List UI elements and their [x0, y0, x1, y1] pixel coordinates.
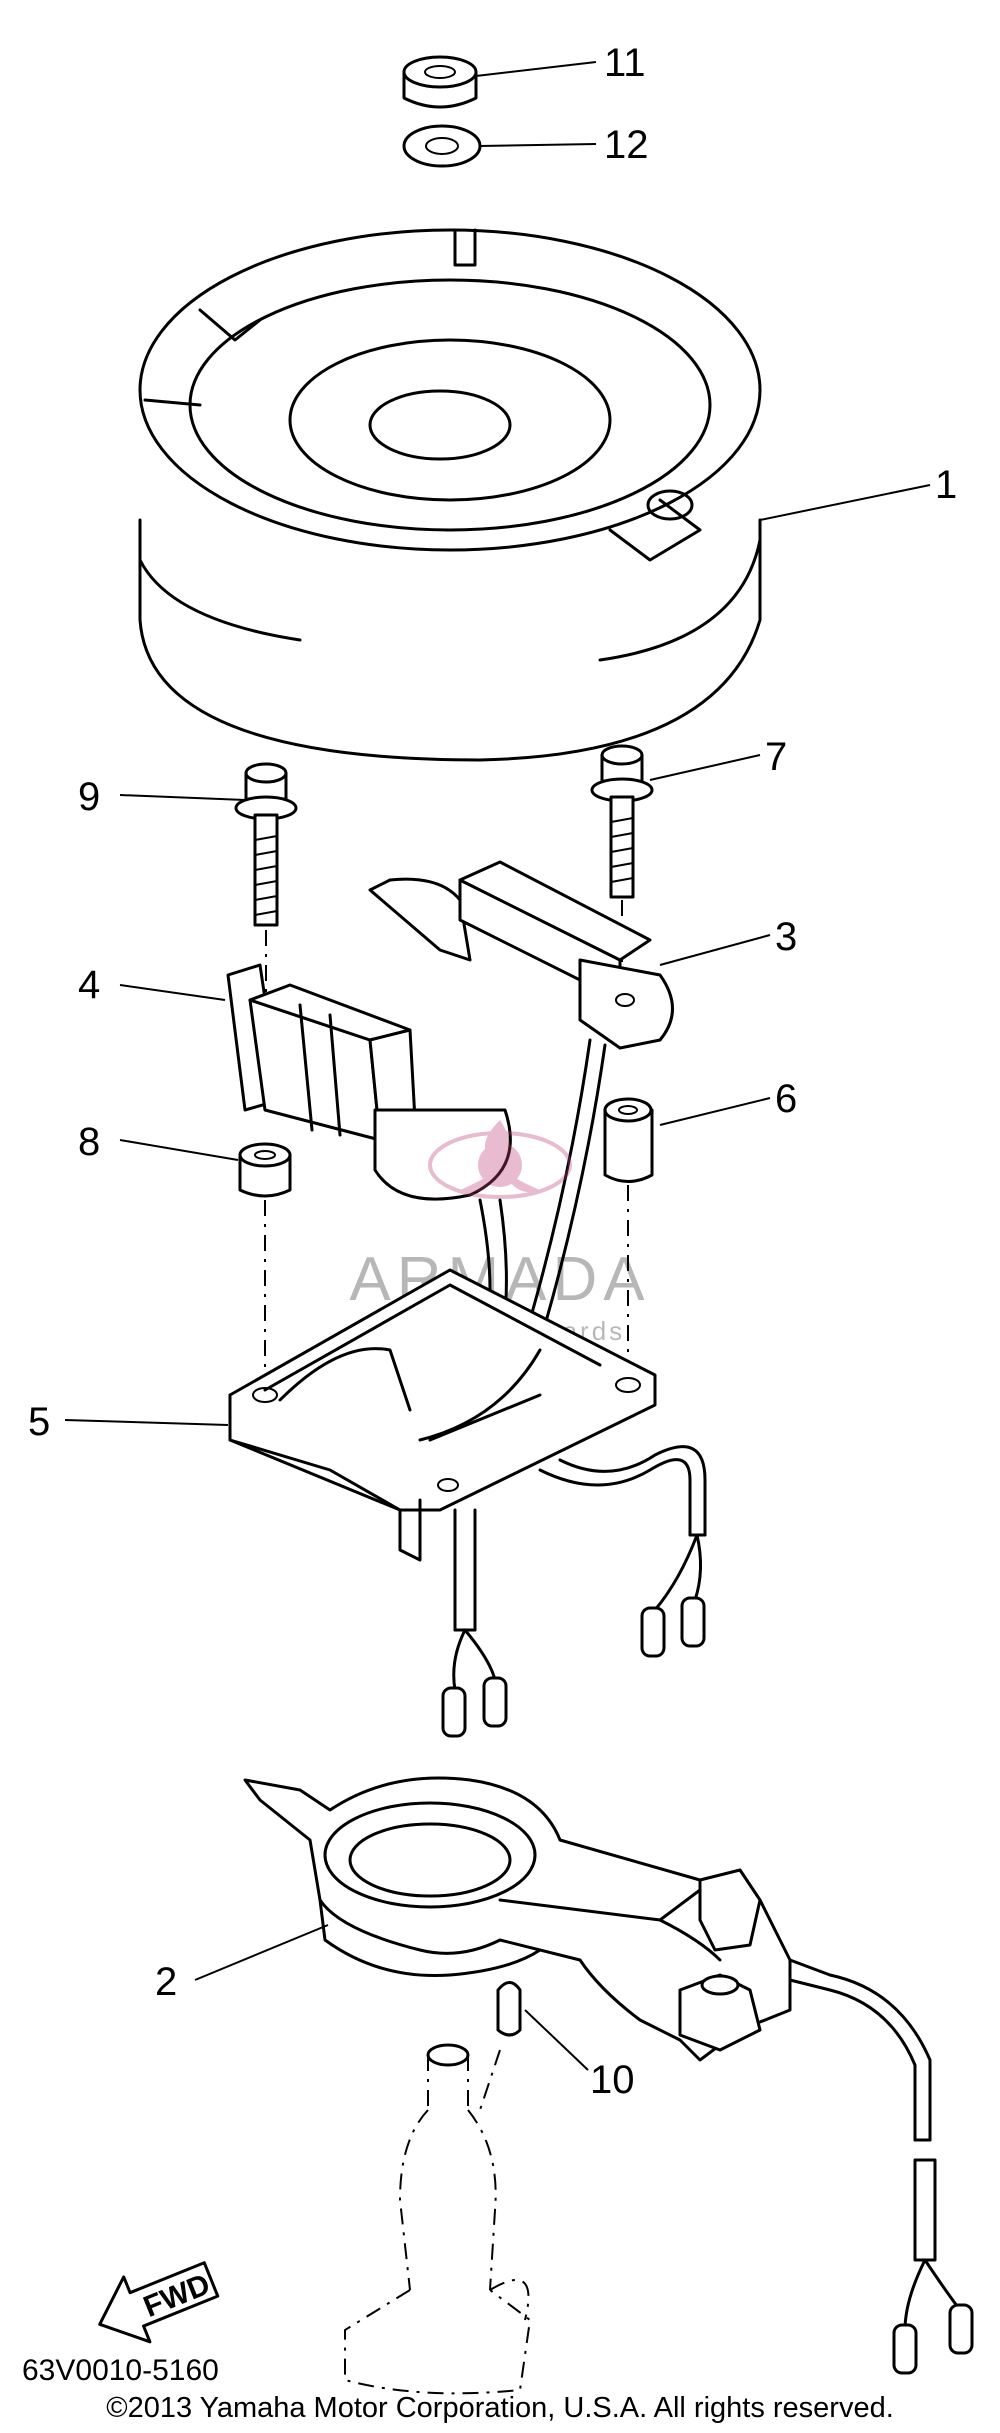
callout-4: 4 — [78, 963, 100, 1007]
callout-3: 3 — [775, 915, 797, 959]
watermark-propeller-icon — [428, 1120, 572, 1199]
part-8-collar — [238, 1142, 292, 1370]
copyright-notice: ©2013 Yamaha Motor Corporation, U.S.A. A… — [106, 2392, 894, 2424]
part-10-key — [479, 1981, 522, 2111]
leader-1 — [759, 484, 931, 521]
callout-6: 6 — [775, 1077, 797, 1121]
part-3-charge-coil — [368, 860, 674, 1050]
part-9-bolt — [234, 762, 298, 1015]
callout-12: 12 — [604, 123, 649, 167]
part-1-flywheel — [138, 228, 762, 762]
leader-4 — [119, 984, 226, 1001]
base-harness — [441, 1445, 707, 1738]
leader-12 — [479, 143, 597, 147]
fwd-arrow-icon — [98, 2261, 220, 2344]
part-11-nut — [402, 55, 478, 109]
leader-7 — [649, 754, 761, 781]
leader-5 — [64, 1419, 229, 1426]
callout-10: 10 — [590, 2058, 635, 2102]
part-2-stator-bracket — [243, 1776, 792, 2062]
leader-11 — [475, 61, 597, 77]
part-6-collar — [603, 1097, 654, 1370]
leader-2 — [194, 1924, 329, 1981]
part-5-base-plate — [228, 1268, 657, 1562]
leader-3 — [659, 934, 771, 966]
leader-8 — [119, 1139, 239, 1161]
part-12-washer — [402, 124, 482, 168]
callout-8: 8 — [78, 1120, 100, 1164]
crankshaft-reference — [344, 2043, 532, 2395]
part-7-bolt — [590, 744, 654, 980]
callout-2: 2 — [155, 1960, 177, 2004]
bracket-harness — [788, 1958, 974, 2375]
reference-code: 63V0010-5160 — [22, 2354, 219, 2387]
leader-10 — [524, 2009, 589, 2071]
callout-9: 9 — [78, 775, 100, 819]
callout-7: 7 — [765, 735, 787, 779]
callout-1: 1 — [935, 463, 957, 507]
leader-6 — [659, 1097, 771, 1126]
callout-5: 5 — [28, 1400, 50, 1444]
callout-11: 11 — [604, 41, 646, 85]
leader-9 — [119, 794, 246, 801]
part-4-pulser-coil — [226, 963, 512, 1201]
